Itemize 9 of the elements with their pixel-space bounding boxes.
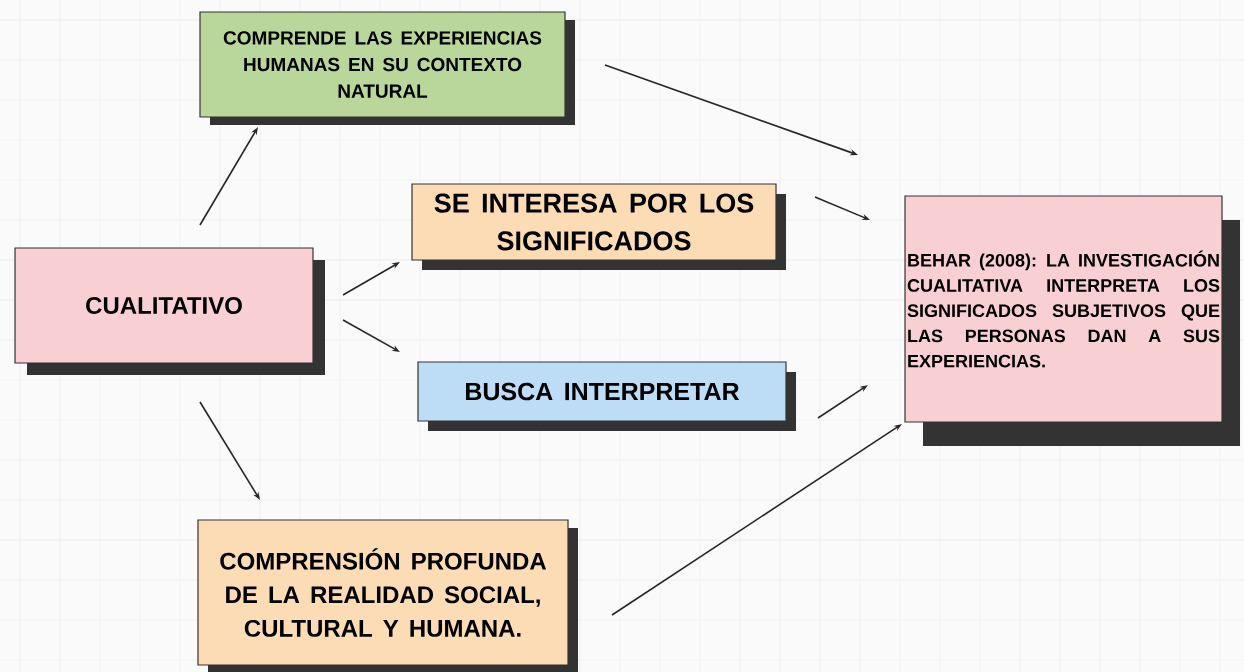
process-box: COMPRENSIÓN PROFUNDA DE LA REALIDAD SOCIAL, CULTURAL Y HUMANA. (197, 519, 578, 672)
process-box: COMPRENDE LAS EXPERIENCIAS HUMANAS EN SU CONTEXTO NATURAL (199, 11, 575, 125)
arrow (611, 424, 902, 616)
arrow (199, 401, 260, 500)
arrow (817, 385, 868, 419)
process-box: CUALITATIVO (14, 247, 325, 375)
process-box: BEHAR (2008): LA INVESTIGACIÓN CUALITATIVA INTERPRETA LOS SIGNIFICADOS SUBJETIVOS QUE LAS PERSONAS DAN A SUS EXPERIENCIAS. (904, 195, 1240, 446)
process-box: BUSCA INTERPRETAR (417, 361, 796, 431)
process-box: SE INTERESA POR LOS SIGNIFICADOS (411, 183, 786, 270)
